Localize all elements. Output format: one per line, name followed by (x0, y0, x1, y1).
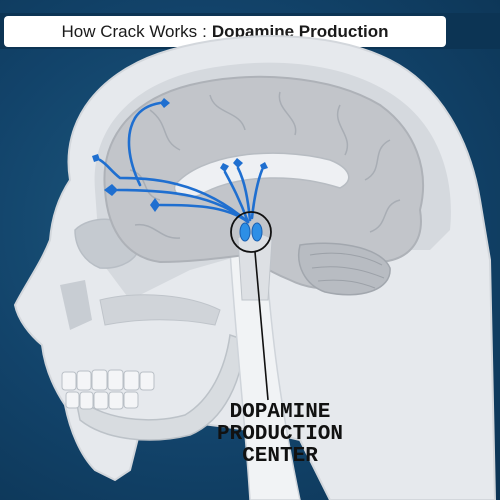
dopamine-pathways (98, 101, 264, 224)
title-prefix: How Crack Works (61, 21, 198, 41)
label-line-2: PRODUCTION (216, 423, 344, 446)
production-center-label: DOPAMINE PRODUCTION CENTER (180, 402, 380, 468)
nasal-cavity (60, 280, 92, 330)
cerebellum (298, 242, 391, 296)
label-line-1: DOPAMINE (229, 401, 331, 424)
upper-teeth (61, 369, 155, 391)
cheek-bone (99, 294, 221, 326)
label-line-3: CENTER (242, 445, 318, 468)
brain (103, 75, 424, 290)
corpus-callosum (173, 152, 350, 198)
lower-teeth (65, 391, 139, 410)
title-banner: How Crack Works : Dopamine Production (4, 16, 446, 47)
nucleus-left (239, 222, 251, 242)
spine (229, 249, 301, 500)
title-separator: : (202, 21, 207, 41)
nucleus-right (251, 222, 263, 242)
production-center-ring (230, 211, 272, 253)
leader-line (254, 251, 269, 401)
cerebellum-folds (309, 252, 385, 289)
pathway-arrowheads (92, 98, 268, 212)
